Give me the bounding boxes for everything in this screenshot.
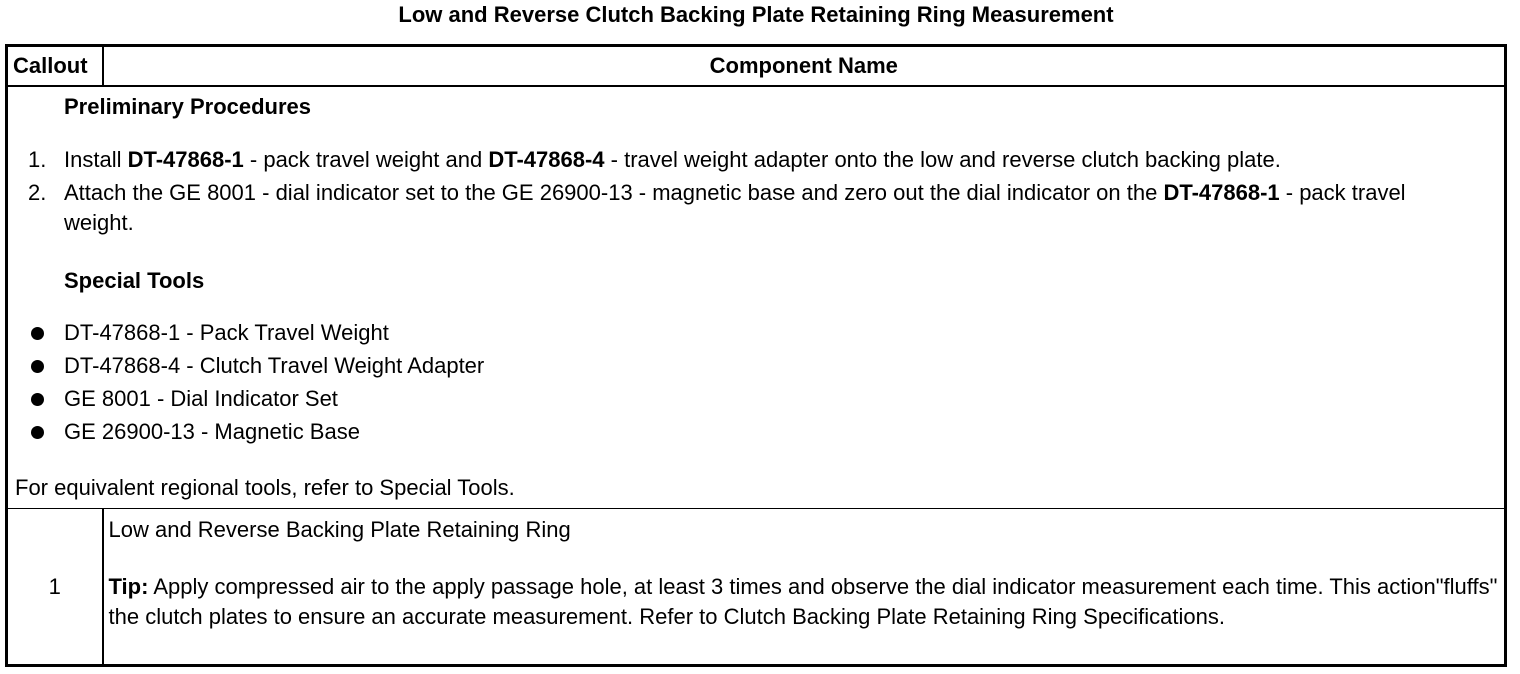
preliminary-cell: Preliminary Procedures 1. Install DT-478…: [5, 86, 1507, 509]
tool-list-item: DT-47868-4 - Clutch Travel Weight Adapte…: [31, 351, 485, 381]
tool-ref: DT-47868-4: [488, 147, 605, 172]
tool-label: DT-47868-1 - Pack Travel Weight: [64, 320, 389, 345]
tip-label: Tip:: [108, 574, 149, 599]
step-number: 2.: [28, 180, 47, 205]
component-cell: Low and Reverse Backing Plate Retaining …: [102, 508, 1507, 667]
step-number: 1.: [28, 147, 47, 172]
tool-label: GE 8001 - Dial Indicator Set: [64, 386, 338, 411]
step-text-part: Attach the GE 8001 - dial indicator set …: [64, 180, 1164, 205]
procedure-step-1: 1. Install DT-47868-1 - pack travel weig…: [28, 145, 1464, 175]
bullet-icon: [31, 393, 44, 406]
tool-list-item: GE 26900-13 - Magnetic Base: [31, 417, 360, 447]
tool-ref: DT-47868-1: [1163, 180, 1280, 205]
step-text-part: Install: [64, 147, 128, 172]
table-row: 1 Low and Reverse Backing Plate Retainin…: [5, 508, 1507, 667]
tool-label: GE 26900-13 - Magnetic Base: [64, 419, 360, 444]
bullet-icon: [31, 327, 44, 340]
step-text-part: - pack travel weight and: [243, 147, 489, 172]
preliminary-row: Preliminary Procedures 1. Install DT-478…: [5, 86, 1507, 509]
step-text-part: - pack travel weight.: [64, 180, 1406, 235]
header-callout: Callout: [5, 44, 104, 87]
regional-tools-note: For equivalent regional tools, refer to …: [15, 475, 515, 500]
preliminary-procedures-heading: Preliminary Procedures: [64, 94, 312, 119]
procedure-step-2: 2. Attach the GE 8001 - dial indicator s…: [28, 178, 1464, 238]
tool-list-item: DT-47868-1 - Pack Travel Weight: [31, 318, 389, 348]
special-tools-heading: Special Tools: [64, 268, 205, 293]
bullet-icon: [31, 426, 44, 439]
tool-ref: DT-47868-1: [127, 147, 244, 172]
component-tip: Tip: Apply compressed air to the apply p…: [109, 572, 1499, 632]
callout-number: 1: [5, 508, 104, 667]
table-header-row: Callout Component Name: [5, 44, 1507, 87]
tip-text: Apply compressed air to the apply passag…: [108, 574, 1498, 629]
tool-list-item: GE 8001 - Dial Indicator Set: [31, 384, 338, 414]
bullet-icon: [31, 360, 44, 373]
header-component-name: Component Name: [102, 44, 1507, 87]
page-title: Low and Reverse Clutch Backing Plate Ret…: [398, 2, 1114, 27]
callout-table: Callout Component Name Preliminary Proce…: [5, 44, 1507, 667]
component-name: Low and Reverse Backing Plate Retaining …: [108, 517, 571, 542]
step-text-part: - travel weight adapter onto the low and…: [604, 147, 1281, 172]
tool-label: DT-47868-4 - Clutch Travel Weight Adapte…: [64, 353, 485, 378]
